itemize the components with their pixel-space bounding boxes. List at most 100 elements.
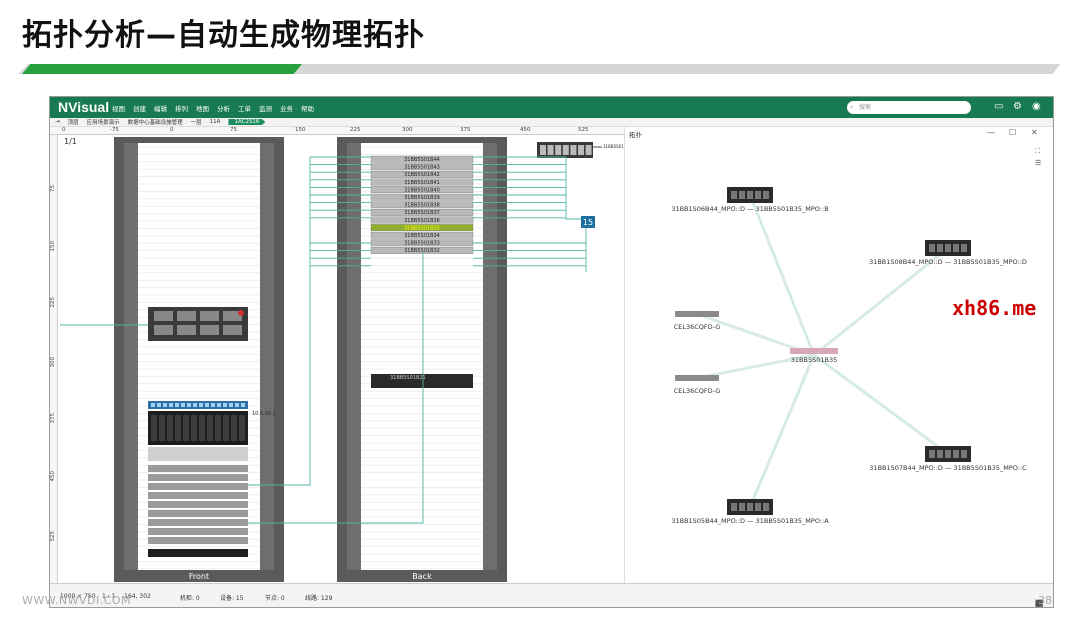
topology-edge[interactable] <box>748 354 816 508</box>
help-icon[interactable]: ◐ <box>1035 599 1043 608</box>
panel-device <box>148 447 248 461</box>
switch-port <box>199 403 203 407</box>
breadcrumb-item-2[interactable]: 数据中心基础设施管理 <box>127 120 183 126</box>
page-number: 38 <box>1038 594 1052 607</box>
watermark: xh86.me <box>952 296 1037 320</box>
topology-node-port[interactable] <box>747 503 753 511</box>
menu-item-3[interactable]: 排列 <box>175 105 188 113</box>
topology-center-label: 31BB5S01B35 <box>791 356 837 364</box>
menu-item-1[interactable]: 创建 <box>133 105 146 113</box>
ruler-top-tick: -75 <box>110 127 119 133</box>
fit-icon[interactable]: ⛶ <box>1035 599 1042 608</box>
ruler-top-tick: 375 <box>460 127 471 133</box>
server-led <box>238 310 244 316</box>
breadcrumb-item-0[interactable]: 顶层 <box>67 120 79 126</box>
topology-node-port[interactable] <box>739 503 745 511</box>
topology-node-port[interactable] <box>961 244 967 252</box>
topology-node-port[interactable] <box>763 191 769 199</box>
switch-port <box>151 403 155 407</box>
app-topbar: NVisual 视图创建编辑排列地图分析工单监测业务帮助 ⌕ 搜索 ▭ ⚙ ◉ <box>50 97 1053 118</box>
topology-node-label: 31BB1S07B44_MPO::D — 31BB5S01B35_MPO::C <box>869 464 1027 472</box>
topology-node-port[interactable] <box>731 503 737 511</box>
breadcrumb-item-1[interactable]: 应用场景演示 <box>86 120 120 126</box>
topology-node-port[interactable] <box>755 191 761 199</box>
menu-item-9[interactable]: 帮助 <box>301 105 314 113</box>
zoom-out-icon[interactable]: ⊖ <box>1035 599 1043 608</box>
minimize-icon[interactable]: — <box>987 128 995 137</box>
topology-node-port[interactable] <box>945 450 951 458</box>
zoom-in-icon[interactable]: ⊕ <box>1035 599 1043 608</box>
topology-node-port[interactable] <box>937 244 943 252</box>
collapse-icon[interactable]: ⇥ <box>55 119 60 125</box>
menu-item-5[interactable]: 分析 <box>217 105 230 113</box>
link-line <box>565 157 581 220</box>
topology-center-node[interactable] <box>790 348 838 354</box>
breadcrumb-item-4[interactable]: 11A <box>209 119 221 125</box>
topology-node-label: 31BB1S08B44_MPO::D — 31BB5S01B35_MPO::D <box>869 258 1027 266</box>
topology-node-port[interactable] <box>929 450 935 458</box>
fullscreen-icon[interactable]: ⛶ <box>1035 147 1040 155</box>
chassis-blade <box>159 415 165 441</box>
maximize-icon[interactable]: ☐ <box>1009 128 1017 137</box>
back-unit-label: 31BB5S01B40 <box>404 187 440 193</box>
breadcrumb-item-3[interactable]: 一层 <box>190 120 202 126</box>
chassis-blade <box>231 415 237 441</box>
topology-edge[interactable] <box>813 246 949 357</box>
search-input[interactable]: ⌕ 搜索 <box>847 101 971 114</box>
topology-edge[interactable] <box>813 353 949 456</box>
count-badge: 15 <box>583 218 593 227</box>
breadcrumb: ⇥ 顶层 应用场景演示 数据中心基础设施管理 一层 11A 1AC2S16 <box>50 118 1053 127</box>
layers-icon[interactable]: ◈ <box>1035 599 1042 608</box>
switch-port <box>175 403 179 407</box>
topology-node-port[interactable] <box>945 244 951 252</box>
topology-node-port[interactable] <box>747 191 753 199</box>
topology-node-port[interactable] <box>937 450 943 458</box>
list-icon[interactable]: ☰ <box>1035 159 1042 167</box>
expand-icon[interactable]: ⤢ <box>1035 599 1043 608</box>
topology-graph[interactable]: 31BB1S06B44_MPO::D — 31BB5S01B35_MPO::B3… <box>625 127 1054 583</box>
close-icon[interactable]: ✕ <box>1031 128 1038 137</box>
back-unit-label: 31BB5S01B37 <box>404 210 440 216</box>
topology-node-switch[interactable] <box>675 311 719 317</box>
topology-node-port[interactable] <box>961 450 967 458</box>
slide-title: 拓扑分析—自动生成物理拓扑 <box>22 18 425 53</box>
topology-node-label: CEL36CQFD-G <box>674 323 721 331</box>
topology-node-port[interactable] <box>755 503 761 511</box>
settings-icon[interactable]: ⚙ <box>1013 101 1022 112</box>
switch-port <box>229 403 233 407</box>
status-scale: 1 : 1 <box>102 593 116 600</box>
patch-panel <box>148 519 248 526</box>
menu-item-7[interactable]: 监测 <box>259 105 272 113</box>
user-icon[interactable]: ◉ <box>1032 101 1041 112</box>
back-mid-label: 31BB5S01B21 <box>390 375 426 381</box>
breadcrumb-active[interactable]: 1AC2S16 <box>228 119 266 125</box>
menu-item-6[interactable]: 工单 <box>238 105 251 113</box>
note-icon[interactable]: ▤ <box>1035 599 1044 608</box>
switch-port <box>211 403 215 407</box>
topology-node-switch[interactable] <box>675 375 719 381</box>
menu-item-2[interactable]: 编辑 <box>154 105 167 113</box>
topology-node-port[interactable] <box>929 244 935 252</box>
ruler-top-tick: 75 <box>230 127 237 133</box>
move-icon[interactable]: ✥ <box>1035 599 1043 608</box>
topology-edge[interactable] <box>696 353 815 380</box>
topology-node-port[interactable] <box>763 503 769 511</box>
link-line <box>248 252 424 524</box>
topology-node-port[interactable] <box>731 191 737 199</box>
back-unit <box>370 178 474 186</box>
frame-icon[interactable]: ▢ <box>1035 599 1044 608</box>
menu-item-0[interactable]: 视图 <box>112 105 125 113</box>
menu-item-8[interactable]: 业务 <box>280 105 293 113</box>
topology-node-port[interactable] <box>953 450 959 458</box>
topology-node-port[interactable] <box>739 191 745 199</box>
chassis-blade <box>191 415 197 441</box>
topology-node-port[interactable] <box>953 244 959 252</box>
topology-edge[interactable] <box>748 194 816 356</box>
menu-item-4[interactable]: 地图 <box>196 105 209 113</box>
back-unit <box>370 155 474 163</box>
chassis-blade <box>151 415 157 441</box>
back-unit <box>370 216 474 224</box>
back-unit-label: 31BB5S01B41 <box>404 180 440 186</box>
chat-icon[interactable]: ▭ <box>994 101 1004 112</box>
